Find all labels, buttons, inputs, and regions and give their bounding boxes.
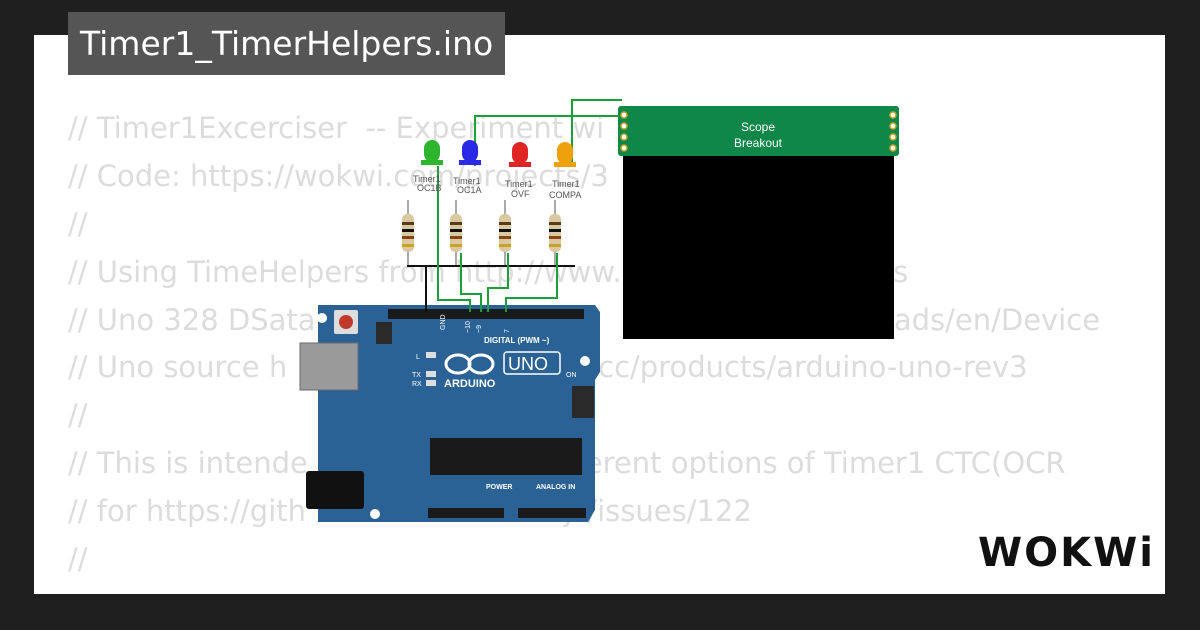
microcontroller-chip bbox=[430, 438, 582, 475]
led-label-top: Timer1 bbox=[413, 174, 441, 184]
wokwi-logo: WOKWi bbox=[978, 530, 1152, 576]
code-line: // bbox=[68, 206, 88, 241]
uno-model-text: UNO bbox=[508, 354, 548, 374]
arduino-uno-board[interactable]: GND ~10 ~9 7 DIGITAL (PWM ~) ARDUINO UNO… bbox=[299, 305, 600, 522]
svg-text:GND: GND bbox=[440, 314, 447, 330]
led-label-top: Timer1 bbox=[552, 179, 580, 189]
resistor-3[interactable] bbox=[499, 200, 511, 265]
led-label-bottom: COMPA bbox=[549, 190, 581, 200]
digital-label: DIGITAL (PWM ~) bbox=[484, 336, 550, 345]
arduino-brand-text: ARDUINO bbox=[444, 378, 496, 390]
led-label-bottom: OC1A bbox=[457, 185, 482, 195]
scope-header bbox=[618, 106, 899, 156]
sketch-preview-card: // Timer1Excerciser -- Experiment wi // … bbox=[34, 35, 1165, 594]
led-l-label: L bbox=[416, 354, 420, 361]
scope-breakout[interactable]: Scope Breakout bbox=[618, 106, 899, 339]
code-line: // Using TimeHelpers from http://www. u/… bbox=[68, 254, 909, 289]
top-pin-labels: GND ~10 ~9 7 bbox=[440, 314, 511, 333]
led-label-bottom: OC1B bbox=[417, 183, 442, 193]
digital-header-high bbox=[388, 309, 498, 319]
led-blue[interactable] bbox=[459, 140, 481, 165]
svg-text:7: 7 bbox=[504, 329, 511, 333]
resistor-4[interactable] bbox=[549, 200, 561, 265]
led-rx-label: RX bbox=[412, 381, 422, 388]
wokwi-logo-text: WOKWi bbox=[978, 530, 1152, 576]
scope-label-bottom: Breakout bbox=[734, 136, 783, 150]
analog-label: ANALOG IN bbox=[536, 484, 575, 491]
led-red[interactable] bbox=[509, 142, 531, 167]
led-yellow[interactable] bbox=[554, 142, 576, 167]
led-label-bottom: OVF bbox=[511, 189, 530, 199]
code-line: // for https://gith 8js/issues/122 bbox=[68, 494, 752, 529]
icsp-header bbox=[376, 322, 594, 418]
resistor-1[interactable] bbox=[402, 200, 414, 265]
svg-text:~9: ~9 bbox=[476, 325, 483, 333]
on-label: ON bbox=[566, 372, 577, 379]
power-jack bbox=[306, 471, 364, 509]
code-line: // bbox=[68, 542, 88, 577]
led-label-top: Timer1 bbox=[505, 179, 533, 189]
arduino-logo bbox=[444, 353, 495, 375]
power-header bbox=[428, 508, 504, 518]
scope-label-top: Scope bbox=[741, 120, 775, 134]
code-line: // bbox=[68, 584, 1132, 594]
analog-header bbox=[518, 508, 586, 518]
power-label: POWER bbox=[486, 484, 512, 491]
wires bbox=[407, 99, 622, 312]
scope-pins bbox=[620, 111, 897, 152]
code-line: // bbox=[68, 398, 88, 433]
digital-header-low bbox=[498, 309, 584, 319]
led-green[interactable] bbox=[421, 140, 443, 165]
svg-text:~10: ~10 bbox=[465, 321, 472, 333]
project-title: Timer1_TimerHelpers.ino bbox=[68, 12, 506, 75]
resistor-2[interactable] bbox=[450, 200, 462, 265]
scope-screen bbox=[623, 156, 894, 339]
code-line: // This is intende different options of … bbox=[68, 446, 1066, 481]
led-label-top: Timer1 bbox=[453, 176, 481, 186]
usb-port bbox=[299, 342, 359, 391]
led-tx-label: TX bbox=[412, 372, 421, 379]
